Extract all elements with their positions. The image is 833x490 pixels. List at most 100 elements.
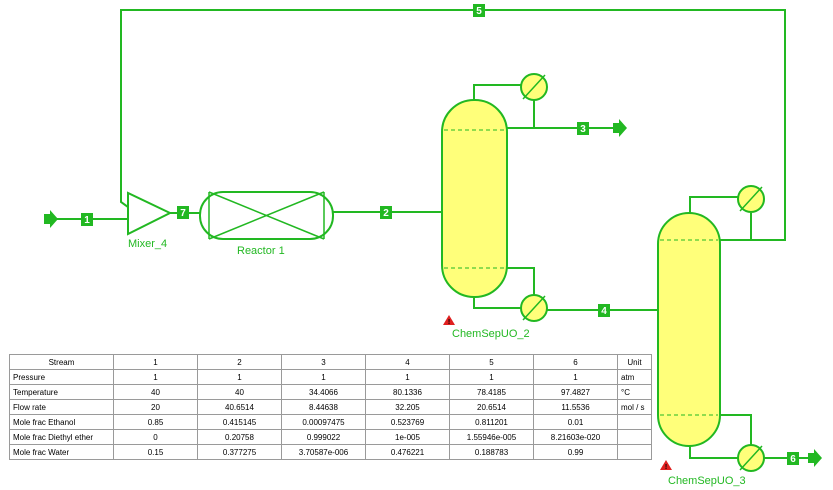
- svg-text:!: !: [665, 464, 667, 471]
- table-cell: 11.5536: [533, 399, 618, 415]
- column1-icon[interactable]: [441, 99, 508, 298]
- table-cell: 78.4185: [449, 384, 534, 400]
- table-cell: 0.20758: [197, 429, 282, 445]
- column1-reflux-line[interactable]: [507, 100, 535, 129]
- table-cell: 0.188783: [449, 444, 534, 460]
- table-cell: 8.21603e-020: [533, 429, 618, 445]
- table-cell: 0.85: [113, 414, 198, 430]
- table-cell: 1: [197, 369, 282, 385]
- column2-condenser-icon[interactable]: [737, 185, 765, 213]
- table-cell: 0.415145: [197, 414, 282, 430]
- column2-reboiler-icon[interactable]: [737, 444, 765, 472]
- table-header-cell: 5: [449, 354, 534, 370]
- table-cell: 0.476221: [365, 444, 450, 460]
- column1-condenser-icon[interactable]: [520, 73, 548, 101]
- table-cell: 20.6514: [449, 399, 534, 415]
- stream-tag-5[interactable]: 5: [473, 4, 485, 17]
- column2-bottoms-line[interactable]: [689, 445, 738, 459]
- column1-boilup-line[interactable]: [507, 267, 535, 296]
- svg-text:2: 2: [383, 208, 389, 219]
- table-cell: 0.377275: [197, 444, 282, 460]
- table-header-cell: 6: [533, 354, 618, 370]
- column2-boilup-line[interactable]: [720, 414, 752, 446]
- table-cell: 1.55946e-005: [449, 429, 534, 445]
- table-cell: [617, 414, 652, 430]
- table-cell: 1: [113, 369, 198, 385]
- mixer-icon[interactable]: [127, 191, 173, 236]
- column2-reflux-line[interactable]: [720, 213, 752, 241]
- table-cell: mol / s: [617, 399, 652, 415]
- column1-overhead-line[interactable]: [473, 84, 521, 105]
- stream-tag-3[interactable]: 3: [577, 122, 589, 135]
- svg-text:1: 1: [84, 215, 90, 226]
- column1-reboiler-icon[interactable]: [520, 294, 548, 322]
- table-cell: 0.00097475: [281, 414, 366, 430]
- table-header-cell: Unit: [617, 354, 652, 370]
- svg-text:!: !: [448, 319, 450, 326]
- stream-3-arrow-icon: [613, 119, 627, 137]
- table-row-label: Mole frac Diethyl ether: [9, 429, 114, 445]
- stream-tag-1[interactable]: 1: [81, 213, 93, 226]
- reactor-label: Reactor 1: [237, 245, 285, 257]
- table-header-cell: 4: [365, 354, 450, 370]
- table-cell: atm: [617, 369, 652, 385]
- table-row-label: Mole frac Water: [9, 444, 114, 460]
- table-row-label: Pressure: [9, 369, 114, 385]
- table-cell: 0.999022: [281, 429, 366, 445]
- table-cell: 32.205: [365, 399, 450, 415]
- feed-arrow-icon: [44, 210, 58, 228]
- table-cell: 97.4827: [533, 384, 618, 400]
- table-cell: [617, 429, 652, 445]
- table-header-cell: 1: [113, 354, 198, 370]
- table-cell: 1: [449, 369, 534, 385]
- stream-5-line[interactable]: [120, 9, 786, 241]
- column1-bottoms-line[interactable]: [473, 297, 521, 309]
- column1-label: ChemSepUO_2: [452, 328, 530, 340]
- table-cell: 1: [533, 369, 618, 385]
- table-cell: 3.70587e-006: [281, 444, 366, 460]
- table-cell: 0.811201: [449, 414, 534, 430]
- table-cell: 80.1336: [365, 384, 450, 400]
- table-cell: 40: [113, 384, 198, 400]
- svg-text:6: 6: [790, 454, 796, 465]
- svg-text:3: 3: [580, 124, 586, 135]
- table-row-label: Flow rate: [9, 399, 114, 415]
- table-cell: 0: [113, 429, 198, 445]
- column2-icon[interactable]: [657, 212, 721, 447]
- column2-label: ChemSepUO_3: [668, 475, 746, 487]
- reactor-icon[interactable]: [199, 191, 334, 240]
- table-cell: 1e-005: [365, 429, 450, 445]
- table-cell: 40.6514: [197, 399, 282, 415]
- table-cell: 0.99: [533, 444, 618, 460]
- table-cell: 8.44638: [281, 399, 366, 415]
- table-cell: 0.523769: [365, 414, 450, 430]
- table-cell: 0.15: [113, 444, 198, 460]
- svg-text:5: 5: [476, 6, 482, 17]
- table-cell: 1: [365, 369, 450, 385]
- column2-overhead-line[interactable]: [689, 196, 738, 213]
- table-cell: 34.4066: [281, 384, 366, 400]
- table-cell: 40: [197, 384, 282, 400]
- stream-6-arrow-icon: [808, 449, 822, 467]
- stream-tag-2[interactable]: 2: [380, 206, 392, 219]
- table-header-cell: 2: [197, 354, 282, 370]
- table-cell: °C: [617, 384, 652, 400]
- table-header-cell: Stream: [9, 354, 114, 370]
- mixer-label: Mixer_4: [128, 238, 167, 250]
- stream-tag-7[interactable]: 7: [177, 206, 189, 219]
- table-cell: 20: [113, 399, 198, 415]
- stream-tag-6[interactable]: 6: [787, 452, 799, 465]
- table-row-label: Temperature: [9, 384, 114, 400]
- table-row-label: Mole frac Ethanol: [9, 414, 114, 430]
- stream-tag-4[interactable]: 4: [598, 304, 610, 317]
- column2-warning-icon: !: [660, 460, 672, 471]
- column1-warning-icon: !: [443, 315, 455, 326]
- table-cell: 0.01: [533, 414, 618, 430]
